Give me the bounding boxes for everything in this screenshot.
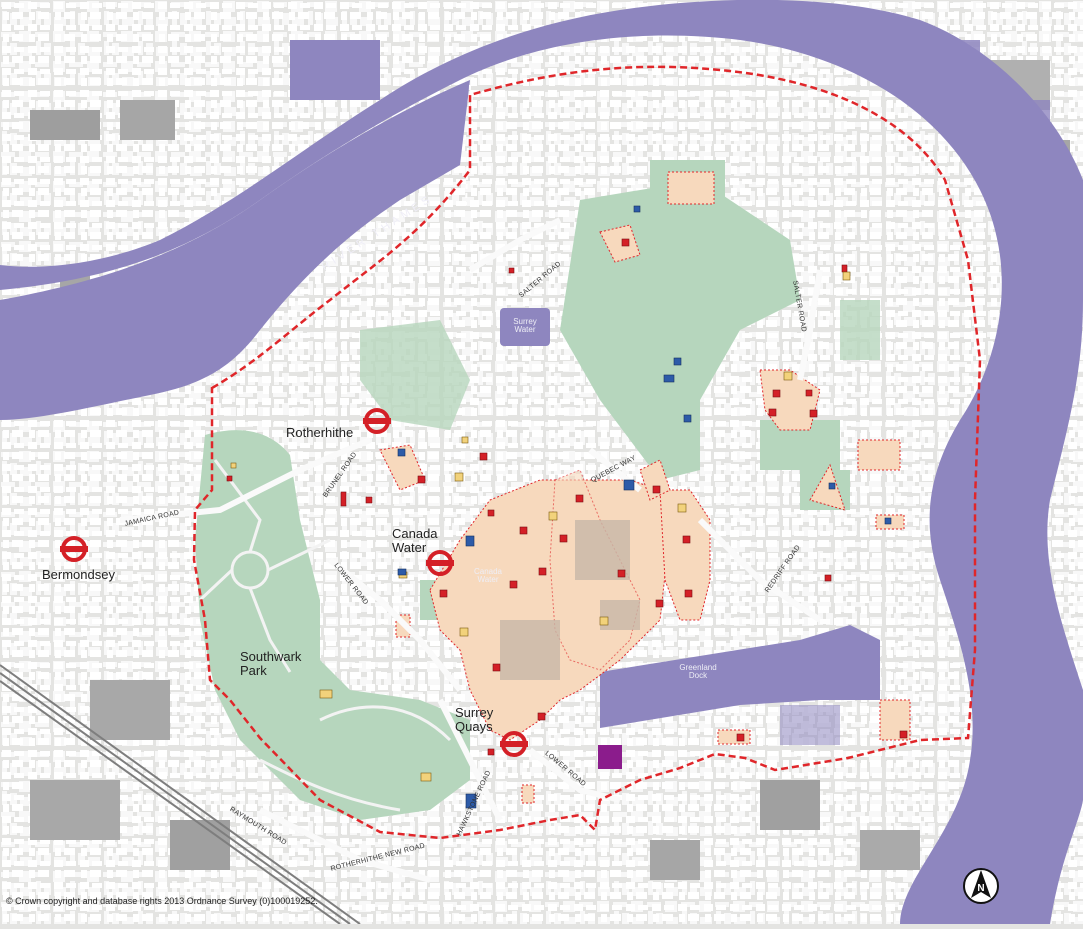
study-area-boundary — [192, 65, 982, 840]
station-label-rotherhithe: Rotherhithe — [286, 425, 354, 440]
station-label-bermondsey: Bermondsey — [42, 567, 115, 582]
surrey-water-label: Surrey Water — [513, 317, 537, 335]
north-arrow-icon: N — [961, 864, 1001, 908]
underground-roundel-icon[interactable] — [362, 406, 392, 436]
underground-roundel-icon[interactable] — [499, 729, 529, 759]
underground-roundel-icon[interactable] — [59, 534, 89, 564]
main-roads — [119, 217, 823, 883]
station-label-canada-water: Canada Water — [392, 526, 438, 555]
station-label-surrey-quays: Surrey Quays — [455, 705, 494, 734]
thames-crossing-line — [465, 84, 471, 206]
canada-water-dock-label: Canada Water — [473, 567, 503, 585]
site-markers — [226, 205, 908, 809]
development-areas — [379, 171, 911, 804]
copyright-notice: © Crown copyright and database rights 20… — [6, 896, 318, 906]
southwark-park-label: Southwark Park — [240, 649, 302, 678]
railway — [0, 664, 361, 925]
purple-site-marker — [598, 745, 622, 769]
underground-roundel-icon[interactable] — [425, 548, 455, 578]
greenland-dock-label: Greenland Dock — [679, 663, 717, 681]
north-arrow-letter: N — [977, 883, 984, 894]
